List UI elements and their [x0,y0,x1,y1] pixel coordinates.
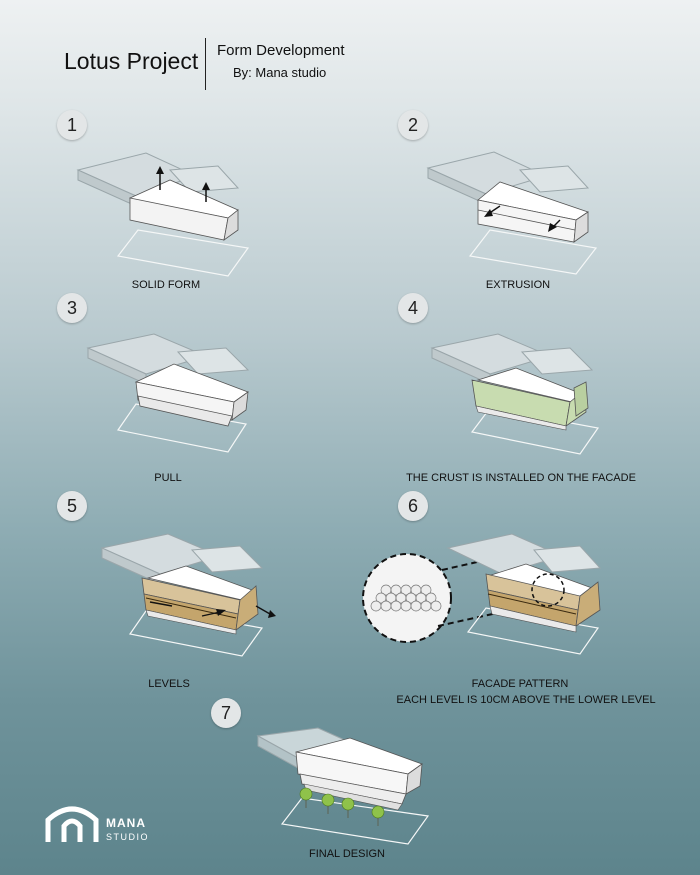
tree-icons [299,787,385,826]
logo-line-2: STUDIO [106,832,150,842]
step-7-caption: FINAL DESIGN [309,848,385,860]
step-7-number: 7 [211,698,241,728]
step-1-solid-form-model [76,152,250,277]
step-2-number: 2 [398,110,428,140]
step-5-levels-model [100,533,276,657]
step-3-number: 3 [57,293,87,323]
step-3-pull-model [86,333,250,453]
step-6-caption-detail: EACH LEVEL IS 10CM ABOVE THE LOWER LEVEL [396,694,656,706]
step-3-caption: PULL [154,472,182,484]
step-4-crust-model [430,333,600,455]
step-2-caption: EXTRUSION [485,279,551,291]
step-5-caption: LEVELS [148,678,190,690]
project-title: Lotus Project [64,48,199,74]
step-7-final-design-model [256,727,430,845]
step-6-number: 6 [398,491,428,521]
logo-wordmark: MANA STUDIO [106,816,149,844]
step-4-number: 4 [398,293,428,323]
step-6-caption: FACADE PATTERN [471,678,569,690]
title-divider [205,38,206,90]
logo-line-1: MANA [106,816,146,830]
diagram-subtitle: Form Development [217,42,345,59]
step-6-facade-pattern-model [362,533,602,655]
step-4-caption: THE CRUST IS INSTALLED ON THE FACADE [406,472,636,484]
step-2-extrusion-model [426,151,598,275]
mana-studio-logo-icon [45,806,99,842]
author-credit: By: Mana studio [233,65,327,80]
step-5-number: 5 [57,491,87,521]
facade-pattern-detail [370,584,442,612]
step-1-number: 1 [57,110,87,140]
step-1-caption: SOLID FORM [131,279,201,291]
